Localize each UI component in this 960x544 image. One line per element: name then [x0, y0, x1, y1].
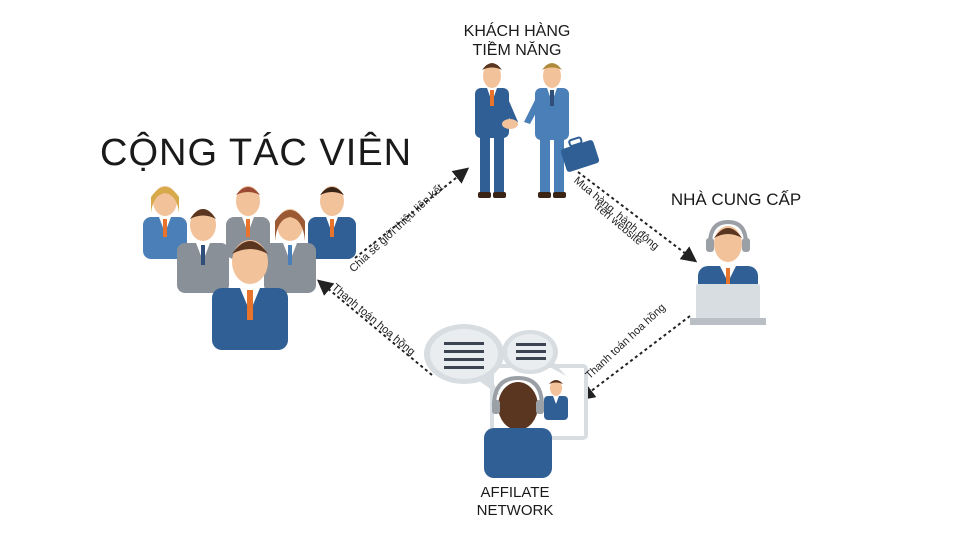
potential-customer-illustration	[475, 63, 600, 198]
arrow-ncc-to-an	[578, 315, 691, 401]
arrow-kh-to-ncc	[577, 171, 698, 263]
supplier-illustration	[690, 219, 766, 325]
affiliate-network-label-line1: AFFILATE	[480, 484, 550, 501]
potential-customer-label-line1: KHÁCH HÀNG	[463, 23, 571, 40]
affiliate-network-label-line2: NETWORK	[476, 502, 554, 519]
potential-customer-label-line2: TIỀM NĂNG	[472, 42, 562, 59]
affiliate-network-label: AFFILATE NETWORK	[460, 484, 570, 520]
affiliate-network-illustration	[424, 324, 588, 478]
arrow-an-to-ctv	[316, 279, 433, 376]
supplier-label: NHÀ CUNG CẤP	[670, 190, 802, 209]
affiliate-group-illustration	[143, 186, 356, 350]
affiliate-title: CỘNG TÁC VIÊN	[100, 132, 413, 174]
potential-customer-label: KHÁCH HÀNG TIỀM NĂNG	[452, 22, 582, 60]
